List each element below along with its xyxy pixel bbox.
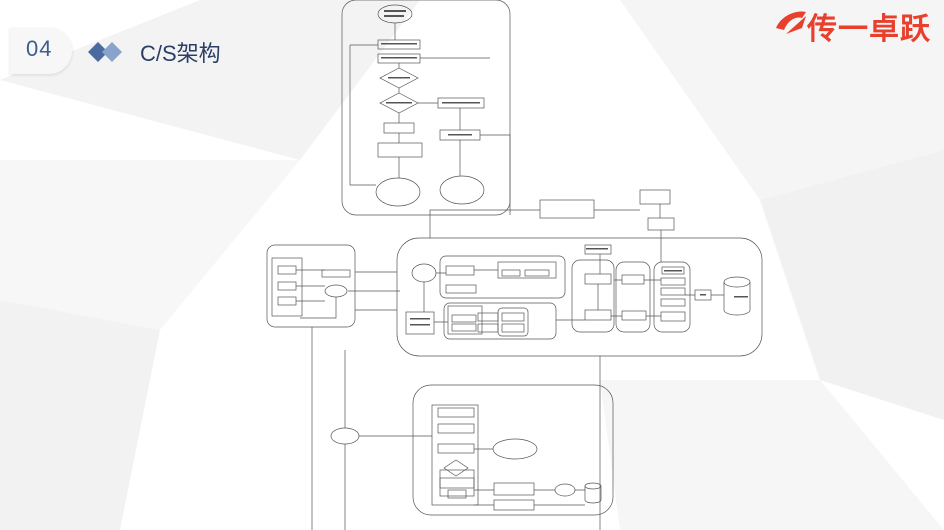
- section-number-box: [10, 28, 72, 74]
- diamond-icon: [88, 42, 122, 62]
- page-title: C/S架构: [140, 41, 221, 66]
- section-number: 04: [26, 36, 53, 61]
- logo-text: 传一卓跃: [807, 12, 931, 47]
- logo-icon: [776, 11, 806, 34]
